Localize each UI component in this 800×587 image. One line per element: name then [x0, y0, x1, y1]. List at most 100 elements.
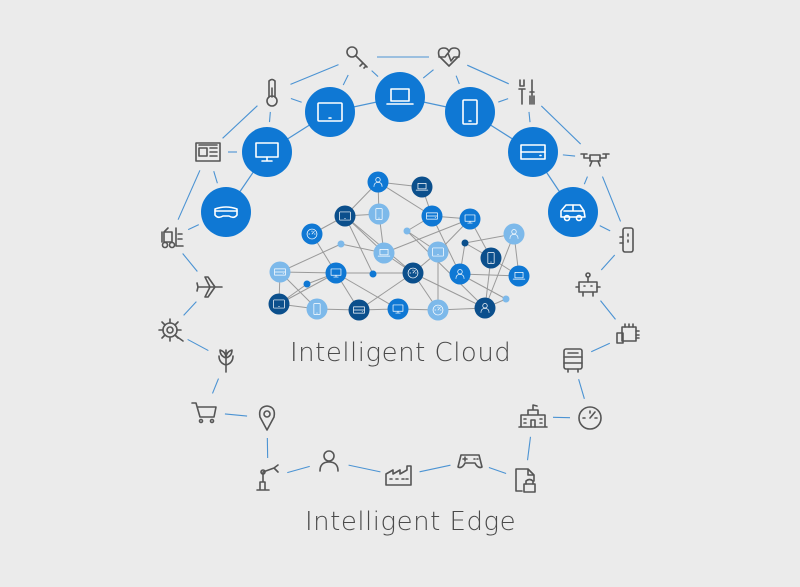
locked-file-icon: [515, 468, 536, 493]
phone-icon: [375, 208, 383, 220]
person-icon: [319, 450, 339, 472]
gear-icon: [158, 318, 184, 342]
icon-stroke: [166, 326, 174, 334]
map-pin-icon: [258, 405, 276, 431]
icon-stroke: [525, 478, 534, 485]
laptop-icon: [377, 249, 391, 257]
icon-stroke: [437, 47, 461, 67]
device-node: [445, 87, 495, 137]
network-dot: [337, 240, 345, 248]
node-circle: [387, 298, 409, 320]
device-spoke: [213, 170, 218, 184]
cloud-node: [421, 205, 443, 227]
person-icon: [455, 269, 465, 279]
network-edge: [377, 181, 433, 217]
icon-stroke: [457, 454, 483, 469]
network-edge: [383, 218, 471, 254]
node-circle: [268, 293, 290, 315]
laptop-icon: [512, 272, 526, 280]
icon-stroke: [373, 182, 383, 187]
dot: [461, 239, 469, 247]
person-icon: [373, 177, 383, 187]
mixed-reality-headset-icon: [214, 206, 238, 219]
gamepad-icon: [457, 454, 483, 469]
icon-stroke: [218, 349, 234, 373]
icon-stroke: [619, 236, 624, 244]
device-spoke: [342, 74, 349, 86]
gauge-icon: [578, 406, 602, 430]
icon-stroke: [260, 469, 266, 475]
node-circle: [325, 262, 347, 284]
device-spoke: [371, 70, 379, 77]
person-icon: [509, 229, 519, 239]
icon-stroke: [487, 252, 495, 264]
node-circle: [459, 208, 481, 230]
node-circle: [411, 176, 433, 198]
icon-stroke: [563, 348, 583, 370]
node-circle: [480, 247, 502, 269]
icon-stroke: [319, 461, 339, 472]
server-icon: [520, 144, 546, 160]
ring-segment: [600, 300, 616, 320]
node-circle: [334, 205, 356, 227]
network-edge: [484, 233, 515, 309]
network-dot: [502, 295, 510, 303]
device-spoke: [268, 111, 271, 123]
drone-icon: [580, 153, 610, 167]
icon-stroke: [306, 228, 318, 240]
device-spoke: [187, 224, 200, 231]
icon-stroke: [589, 154, 601, 162]
device-spoke: [599, 225, 611, 232]
ring-segment: [467, 64, 509, 85]
ring-segment: [526, 436, 532, 461]
device-circle: [242, 127, 292, 177]
icon-stroke: [482, 303, 488, 309]
icon-stroke: [580, 153, 610, 167]
cloud-node: [503, 223, 525, 245]
factory-icon: [385, 465, 412, 486]
shopping-cart-icon: [191, 402, 217, 424]
tablet-icon: [273, 299, 285, 309]
ring-segment: [287, 465, 310, 474]
cloud-node: [508, 265, 530, 287]
intelligent-cloud-label: Intelligent Cloud: [290, 338, 512, 368]
cloud-node: [269, 261, 291, 283]
icon-stroke: [317, 102, 343, 122]
cloud-node: [427, 241, 449, 263]
icon-stroke: [355, 55, 368, 69]
cloud-node: [348, 299, 370, 321]
network-edge: [335, 272, 399, 310]
network-edge: [358, 272, 414, 311]
forklift-icon: [161, 227, 184, 249]
icon-stroke: [198, 418, 204, 424]
cloud-node: [334, 205, 356, 227]
network-edge: [278, 272, 337, 305]
node-circle: [427, 241, 449, 263]
icon-stroke: [375, 177, 381, 183]
airplane-icon: [196, 276, 223, 298]
icon-stroke: [578, 281, 598, 293]
car-icon: [560, 204, 586, 222]
server-icon: [274, 268, 286, 276]
desktop-icon: [464, 214, 476, 224]
network-edge: [406, 230, 486, 309]
dot: [337, 240, 345, 248]
phone-icon: [487, 252, 495, 264]
thermometer-icon: [266, 78, 278, 107]
device-node: [375, 72, 425, 122]
device-spoke: [455, 75, 460, 85]
cloud-node: [459, 208, 481, 230]
icon-stroke: [214, 206, 238, 219]
wheat-icon: [218, 349, 234, 373]
icon-stroke: [409, 269, 417, 274]
device-spoke: [562, 154, 576, 157]
newspaper-icon: [195, 142, 221, 162]
device-spoke: [290, 97, 302, 103]
tools-icon: [518, 79, 535, 105]
network-dot: [303, 280, 311, 288]
icon-stroke: [263, 410, 271, 418]
icon-stroke: [346, 46, 358, 58]
icon-stroke: [258, 405, 276, 431]
